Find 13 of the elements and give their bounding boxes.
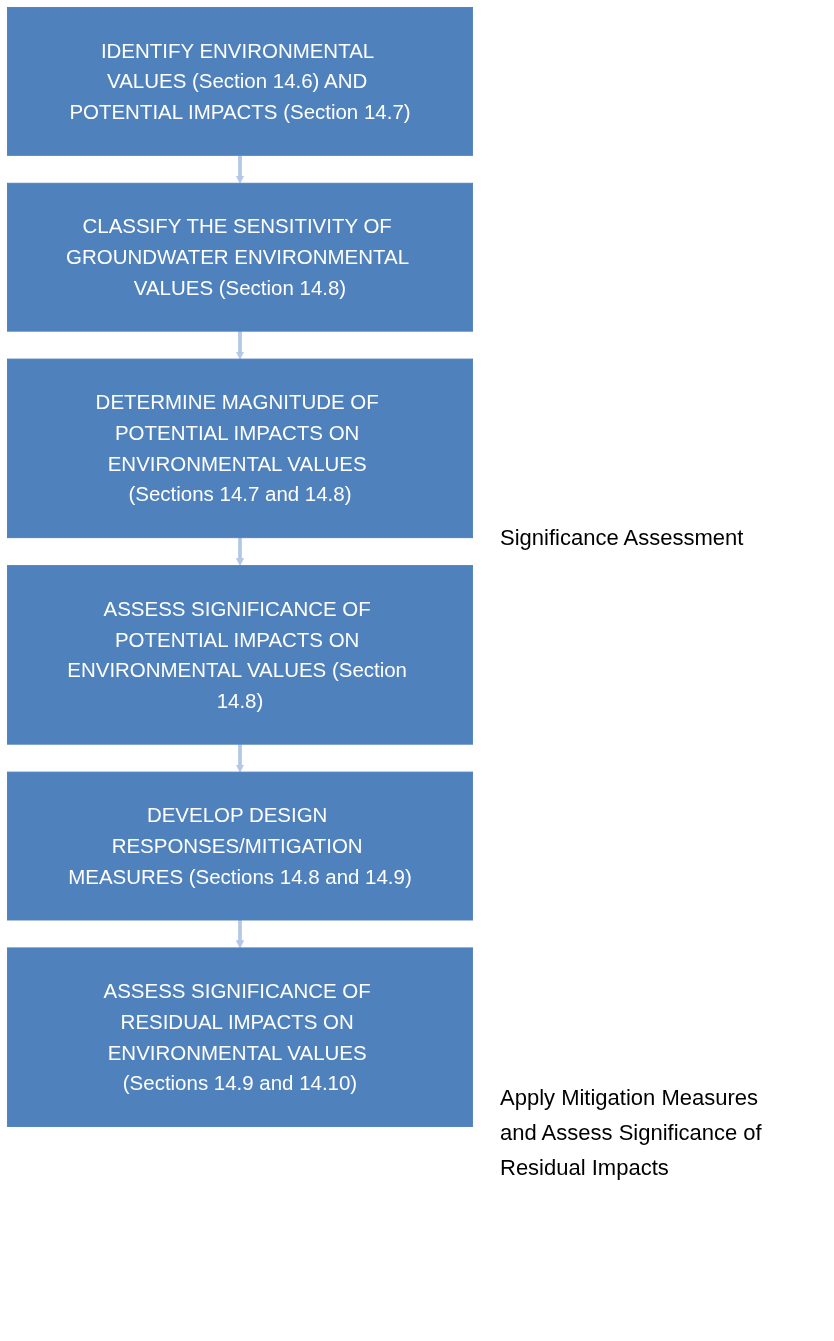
bracket-label: Significance Assessment	[500, 524, 745, 552]
bracket-label: Apply Mitigation Measures and Assess Significance of Residual Impacts	[500, 1084, 763, 1183]
arrow	[235, 744, 245, 773]
arrow	[235, 537, 245, 566]
node-box: ASSESS SIGNIFICANCE OF POTENTIAL IMPACTS ON ENVIRONMENTAL VALUES (Section 14.8)	[6, 565, 474, 745]
node-box: ASSESS SIGNIFICANCE OF RESIDUAL IMPACTS ON ENVIRONMENTAL VALUES (Sections 14.9 and 14.10)	[6, 947, 474, 1127]
node-box: CLASSIFY THE SENSITIVITY OF GROUNDWATER ENVIRONMENTAL VALUES (Section 14.8)	[6, 182, 474, 332]
node-box: IDENTIFY ENVIRONMENTAL VALUES (Section 14.6) AND POTENTIAL IMPACTS (Section 14.7)	[6, 6, 474, 156]
node-box: DEVELOP DESIGN RESPONSES/MITIGATION MEASURES (Sections 14.8 and 14.9)	[6, 771, 474, 921]
node-box: DETERMINE MAGNITUDE OF POTENTIAL IMPACTS ON ENVIRONMENTAL VALUES (Sections 14.7 and 14.8)	[6, 358, 474, 539]
arrow	[235, 331, 245, 360]
arrow	[235, 920, 245, 949]
arrow	[235, 155, 245, 184]
